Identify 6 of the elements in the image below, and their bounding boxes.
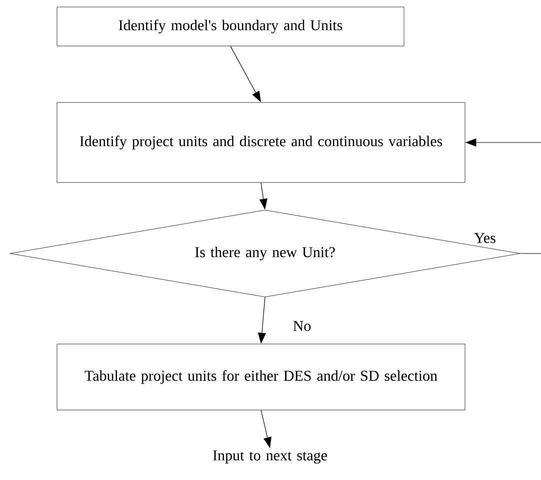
edge-label: Yes <box>473 232 497 244</box>
process-box: Identify model's boundary and Units <box>56 6 404 46</box>
process-box: Tabulate project units for either DES and/or SD selection <box>56 344 466 410</box>
output-text: Input to next stage <box>213 450 327 464</box>
edge-label: No <box>292 320 312 332</box>
process-box: Identify project units and discrete and continuous variables <box>56 102 466 183</box>
